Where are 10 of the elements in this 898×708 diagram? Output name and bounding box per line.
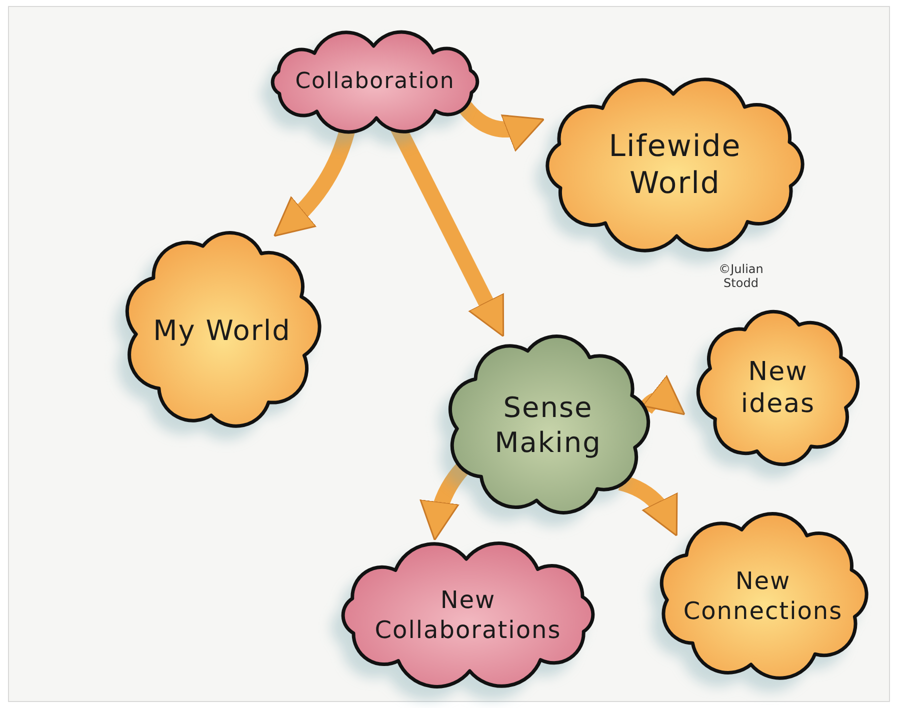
arrow xyxy=(458,102,545,152)
cloud-label: New Connections xyxy=(682,566,844,626)
cloud-label: My World xyxy=(153,312,291,348)
signature-text: ©Julian Stodd xyxy=(718,262,764,291)
cloud-label: Collaboration xyxy=(295,68,455,96)
cloud-label: New ideas xyxy=(740,356,816,420)
arrow xyxy=(420,462,469,541)
cloud-label: Lifewide World xyxy=(608,128,742,202)
cloud-label: Sense Making xyxy=(494,390,602,460)
arrow xyxy=(618,474,678,536)
